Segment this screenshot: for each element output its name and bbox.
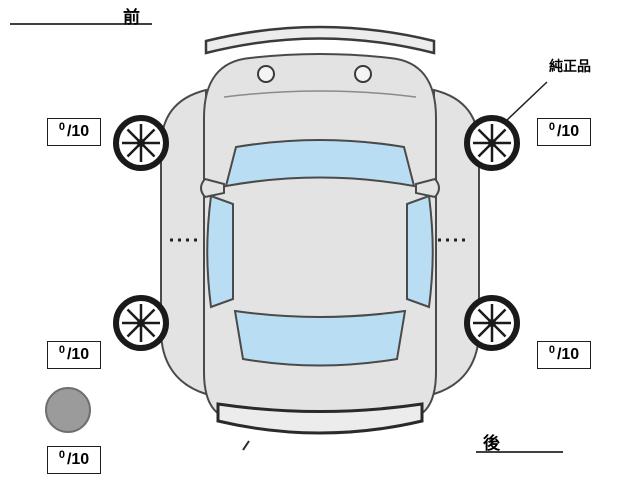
score-value: 0 [58, 344, 65, 356]
score-box-spare: 0 /10 [47, 446, 101, 474]
hood-cap-left [257, 65, 275, 83]
wheel-front-left-icon [113, 115, 169, 171]
score-value: 0 [548, 344, 555, 356]
rear-window [233, 309, 407, 367]
score-max: /10 [66, 123, 90, 140]
left-mirror [200, 177, 225, 199]
front-bumper [204, 25, 436, 55]
score-max: /10 [66, 346, 90, 363]
hood-cap-right [354, 65, 372, 83]
front-label: 前 [123, 8, 140, 27]
rear-bumper [216, 402, 424, 435]
wheel-rear-right-icon [464, 295, 520, 351]
wheel-rear-left-icon [113, 295, 169, 351]
score-value: 0 [58, 121, 65, 133]
genuine-part-pointer-line [505, 81, 548, 122]
score-max: /10 [66, 451, 90, 468]
hood-line [223, 90, 417, 98]
wheel-front-right-icon [464, 115, 520, 171]
score-value: 0 [58, 449, 65, 461]
right-window [406, 194, 434, 309]
score-box-front-left: 0 /10 [47, 118, 101, 146]
score-max: /10 [556, 123, 580, 140]
genuine-part-label: 純正品 [549, 58, 591, 74]
exhaust-mark [242, 440, 250, 451]
rear-label: 後 [483, 434, 500, 453]
windshield [224, 139, 416, 188]
left-window [206, 194, 234, 309]
score-box-rear-right: 0 /10 [537, 341, 591, 369]
spare-tire-icon [45, 387, 91, 433]
car-body [203, 53, 437, 428]
score-max: /10 [556, 346, 580, 363]
score-value: 0 [548, 121, 555, 133]
score-box-rear-left: 0 /10 [47, 341, 101, 369]
score-box-front-right: 0 /10 [537, 118, 591, 146]
right-mirror [415, 177, 440, 199]
